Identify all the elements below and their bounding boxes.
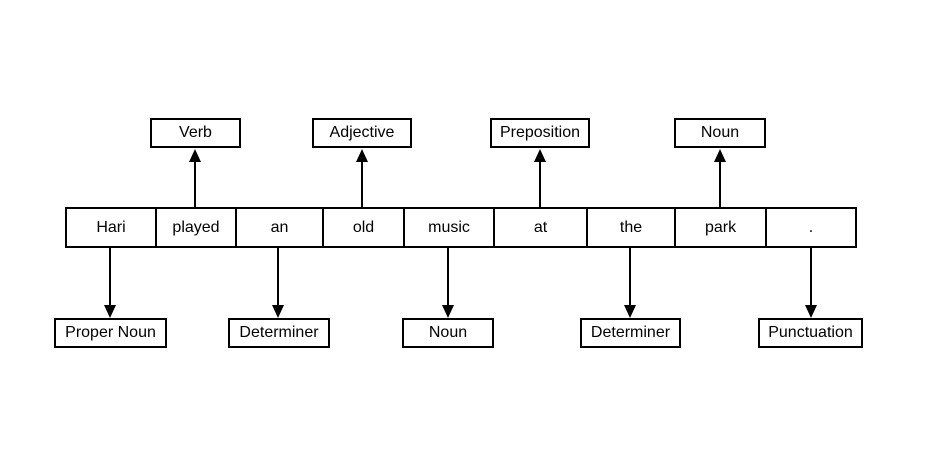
word-cell-played: played [155,207,235,248]
arrow-head [624,305,636,318]
arrow-line [629,248,631,305]
arrow-line [361,162,363,207]
word-cell-period: . [765,207,857,248]
arrow-head [356,149,368,162]
arrow-line [810,248,812,305]
word-cell-park: park [674,207,765,248]
arrow-head [442,305,454,318]
pos-tag-label: Noun [428,324,468,341]
pos-tag-label: Determiner [590,324,671,341]
word-label: Hari [96,218,126,236]
word-cell-the: the [586,207,674,248]
arrow-head [189,149,201,162]
arrow-line [719,162,721,207]
pos-tag-preposition: Preposition [490,118,590,148]
arrow-up-at-to-preposition-icon [533,149,547,207]
word-label: . [808,218,814,236]
word-cell-old: old [322,207,403,248]
arrow-head [714,149,726,162]
pos-tag-noun-music: Noun [402,318,494,348]
pos-tag-label: Punctuation [768,324,853,341]
arrow-head [104,305,116,318]
word-label: old [352,218,375,236]
word-label: an [270,218,289,236]
word-label: at [533,218,548,236]
pos-tag-verb: Verb [150,118,241,148]
arrow-head [534,149,546,162]
arrow-down-the-to-determiner-icon [623,248,637,318]
arrow-line [109,248,111,305]
pos-tag-proper-noun: Proper Noun [54,318,167,348]
arrow-down-an-to-determiner-icon [271,248,285,318]
pos-tag-label: Determiner [239,324,319,341]
word-label: the [619,218,643,236]
arrow-line [539,162,541,207]
pos-tag-punctuation: Punctuation [758,318,863,348]
pos-tag-adjective: Adjective [312,118,412,148]
word-label: music [428,218,470,236]
word-cell-an: an [235,207,322,248]
pos-tag-label: Proper Noun [65,324,156,341]
sentence-word-row: Hari played an old music at the park . [65,207,857,248]
arrow-up-old-to-adjective-icon [355,149,369,207]
arrow-up-played-to-verb-icon [188,149,202,207]
arrow-down-music-to-noun-icon [441,248,455,318]
word-label: park [704,218,737,236]
arrow-head [272,305,284,318]
arrow-down-hari-to-proper-noun-icon [103,248,117,318]
arrow-line [447,248,449,305]
pos-tag-label: Preposition [499,124,581,141]
arrow-up-park-to-noun-icon [713,149,727,207]
arrow-down-period-to-punctuation-icon [804,248,818,318]
pos-tag-noun-park: Noun [674,118,766,148]
arrow-head [805,305,817,318]
word-cell-at: at [493,207,586,248]
word-cell-hari: Hari [65,207,155,248]
pos-tag-label: Adjective [329,124,395,141]
pos-tag-label: Noun [700,124,740,141]
word-label: played [172,218,220,236]
word-cell-music: music [403,207,493,248]
arrow-line [194,162,196,207]
pos-tag-label: Verb [179,124,212,141]
pos-tag-determiner-an: Determiner [228,318,330,348]
pos-tag-determiner-the: Determiner [580,318,681,348]
arrow-line [277,248,279,305]
